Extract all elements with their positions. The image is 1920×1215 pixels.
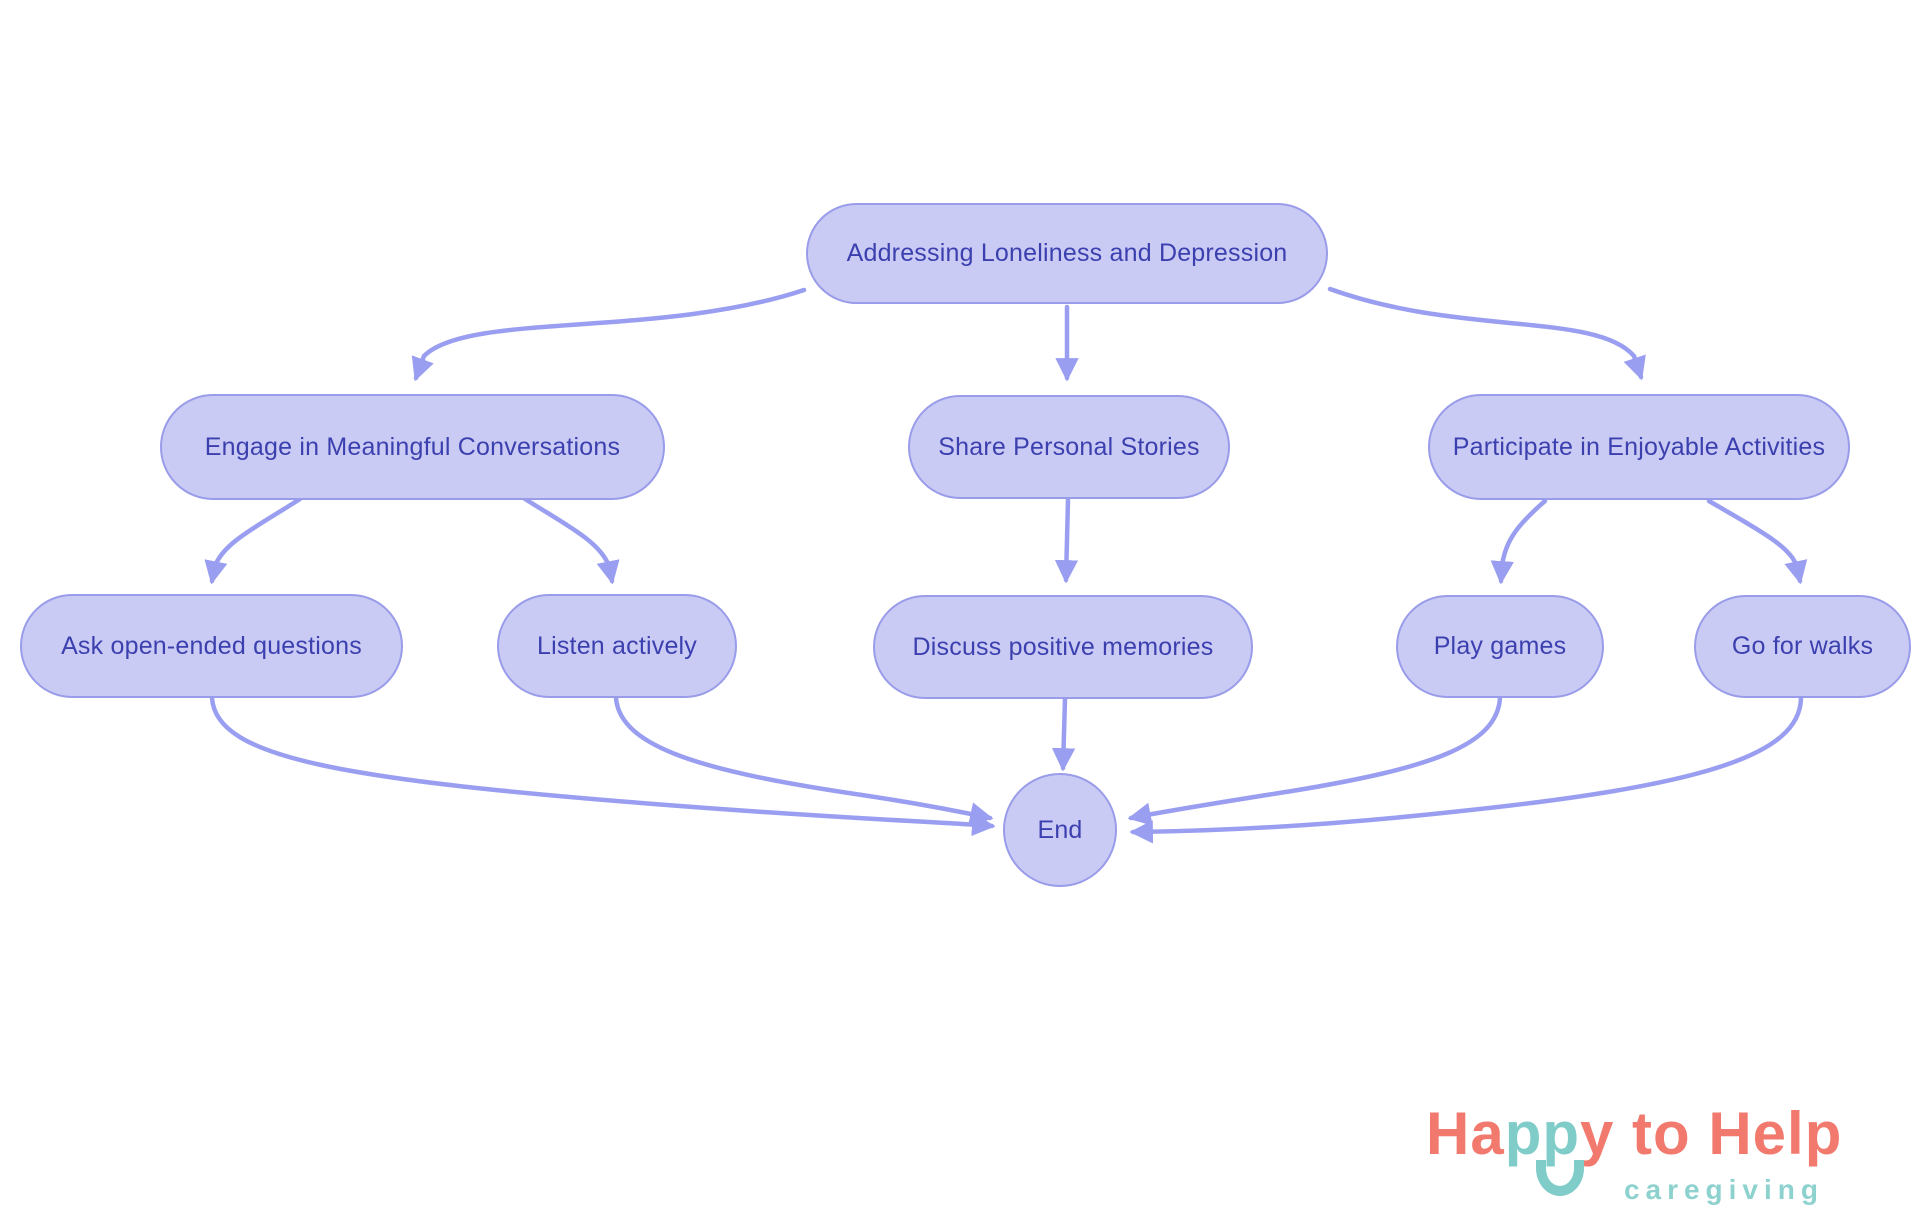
node-listen: Listen actively: [497, 594, 737, 698]
edge-engage-ask: [204, 496, 303, 585]
node-participate-label: Participate in Enjoyable Activities: [1452, 432, 1826, 461]
node-discuss: Discuss positive memories: [873, 595, 1253, 699]
logo-part-ha: Ha: [1426, 1100, 1505, 1167]
node-share: Share Personal Stories: [908, 395, 1230, 499]
node-walks-label: Go for walks: [1731, 632, 1874, 660]
node-ask-label: Ask open-ended questions: [61, 631, 362, 660]
edge-ask-end: [209, 695, 996, 837]
edge-start-participate: [1327, 286, 1646, 381]
edge-listen-end: [613, 695, 994, 826]
node-end-label: End: [1037, 815, 1083, 844]
smile-icon: [1536, 1160, 1584, 1196]
node-start: Addressing Loneliness and Depression: [806, 203, 1328, 304]
node-play-label: Play games: [1433, 632, 1567, 660]
logo-tagline: caregiving: [1623, 1174, 1824, 1205]
edge-participate-walks: [1706, 498, 1808, 585]
node-engage: Engage in Meaningful Conversations: [160, 394, 665, 500]
node-participate: Participate in Enjoyable Activities: [1428, 394, 1850, 500]
node-discuss-label: Discuss positive memories: [912, 632, 1214, 661]
edge-engage-listen: [522, 496, 620, 585]
happy-to-help-logo: Happy to Help caregiving: [1426, 1104, 1886, 1209]
edge-discuss-end: [1051, 696, 1076, 772]
node-start-label: Addressing Loneliness and Depression: [846, 239, 1288, 267]
edge-share-discuss: [1054, 496, 1079, 584]
node-end: End: [1003, 773, 1117, 887]
logo-wordmark: Happy to Help: [1426, 1104, 1886, 1164]
node-share-label: Share Personal Stories: [938, 432, 1200, 461]
node-engage-label: Engage in Meaningful Conversations: [204, 432, 621, 461]
edge-start-engage: [411, 287, 807, 382]
logo-part-pp: pp: [1504, 1100, 1581, 1167]
node-play: Play games: [1396, 595, 1604, 698]
logo-part-y-to-help: y to Help: [1580, 1100, 1843, 1167]
edge-participate-play: [1490, 498, 1548, 585]
edge-play-end: [1127, 695, 1503, 826]
edge-walks-end: [1129, 695, 1804, 844]
node-listen-label: Listen actively: [536, 631, 698, 660]
node-walks: Go for walks: [1694, 595, 1911, 698]
node-ask: Ask open-ended questions: [20, 594, 403, 698]
